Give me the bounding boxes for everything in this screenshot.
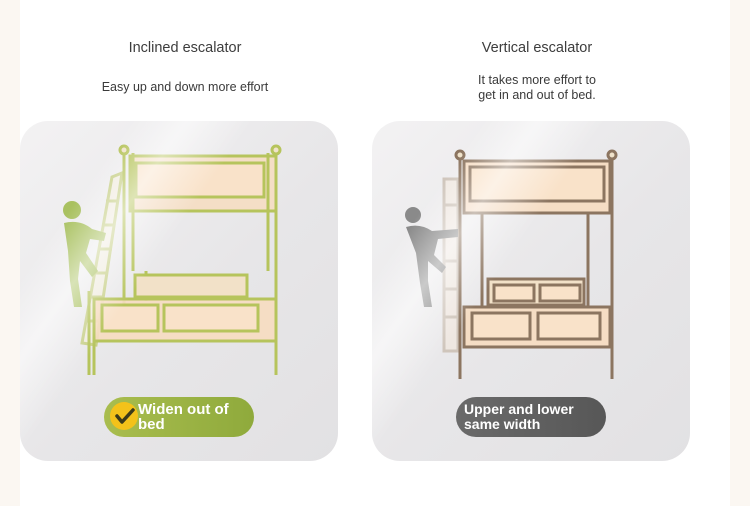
inclined-bed-card: Widen out of bed bbox=[20, 121, 338, 461]
vertical-ladder bbox=[442, 177, 460, 353]
upper-lower-same-width-badge: Upper and lower same width bbox=[456, 397, 606, 437]
vertical-escalator-column: Vertical escalator It takes more effort … bbox=[372, 0, 702, 506]
right-badge-line1: Upper and lower bbox=[464, 401, 574, 417]
left-badge-line2: bed bbox=[138, 416, 165, 433]
lower-bunk bbox=[87, 271, 278, 375]
left-badge-line1: Widen out of bbox=[138, 401, 229, 418]
vertical-bed-card: Upper and lower same width bbox=[372, 121, 690, 461]
left-title: Inclined escalator bbox=[128, 40, 242, 56]
right-title: Vertical escalator bbox=[481, 40, 593, 56]
left-subtitle: Easy up and down more effort bbox=[20, 80, 350, 95]
check-icon bbox=[110, 402, 138, 430]
left-subtitle-text: Easy up and down more effort bbox=[101, 80, 269, 94]
inclined-escalator-column: Inclined escalator Easy up and down more… bbox=[20, 0, 350, 506]
right-badge-line2: same width bbox=[464, 416, 541, 432]
widen-out-of-bed-badge: Widen out of bed bbox=[104, 397, 254, 437]
right-subtitle-line1: It takes more effort to bbox=[478, 73, 596, 87]
right-subtitle: It takes more effort to get in and out o… bbox=[372, 73, 702, 103]
right-subtitle-line2: get in and out of bed. bbox=[478, 88, 596, 102]
